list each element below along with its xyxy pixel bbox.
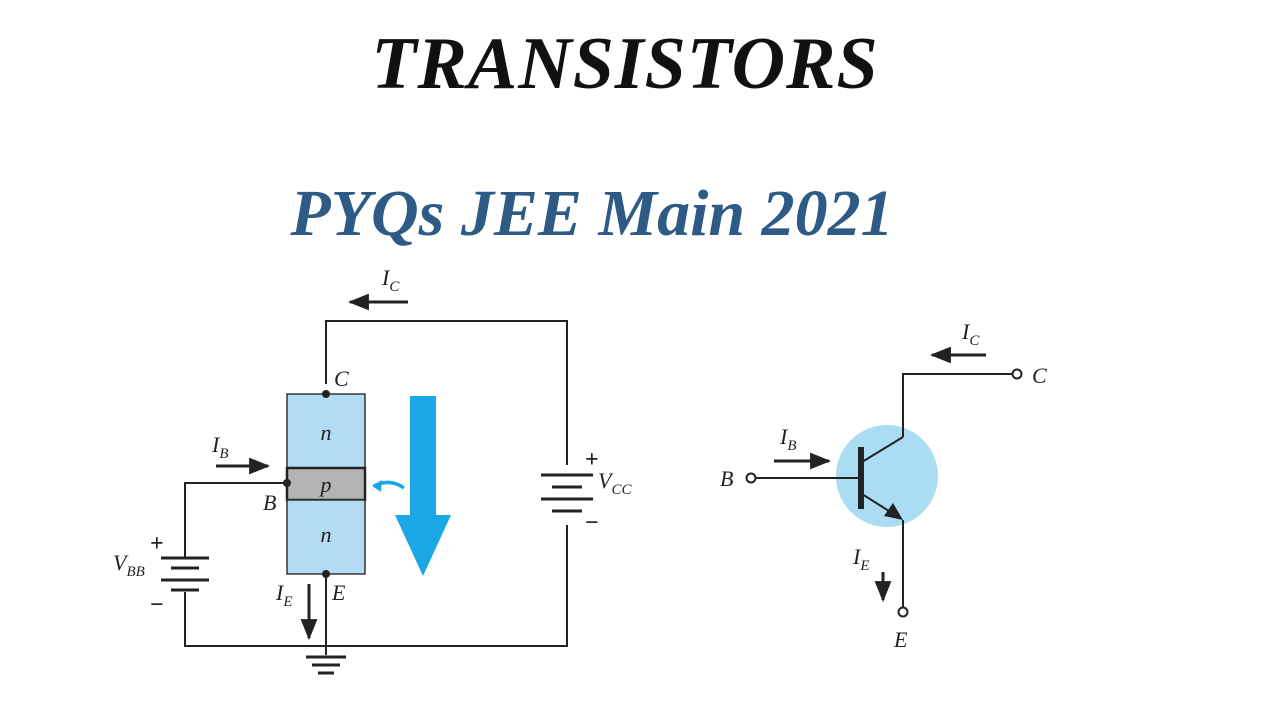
npn-circuit: IC n p n C B E IB IE + − VBB (113, 265, 632, 675)
emitter-terminal-node (897, 606, 909, 618)
collector-node (322, 390, 330, 398)
n-layer-collector (286, 393, 366, 469)
collector-lead (902, 373, 1013, 437)
circuit-wires (184, 320, 568, 655)
symbol-collector-label: C (1032, 363, 1047, 388)
vcc-plus-sign: + (585, 447, 599, 473)
p-layer-base (285, 466, 367, 502)
n-layer-emitter (286, 499, 366, 575)
vcc-label: VCC (598, 468, 632, 498)
vcc-battery (541, 473, 593, 513)
vbb-battery (161, 556, 209, 592)
symbol-base-label: B (720, 466, 733, 491)
collector-lead-diagonal (861, 436, 904, 463)
base-bar (858, 447, 864, 509)
base-terminal-label: B (263, 490, 276, 515)
n-layer-label-top: n (321, 420, 332, 445)
n-layer-label-bottom: n (321, 522, 332, 547)
symbol-emitter-label: E (893, 627, 908, 652)
vcc-minus-sign: − (585, 510, 599, 536)
page-title: TRANSISTORS (371, 23, 879, 105)
base-current-label: IB (211, 432, 229, 462)
ground-icon (306, 655, 346, 675)
emitter-current-label: IE (275, 580, 293, 610)
base-recombination-arrowhead-icon (372, 480, 382, 492)
base-node (283, 479, 291, 487)
npn-symbol: B C E IC IB IE (720, 319, 1047, 652)
emitter-node (322, 570, 330, 578)
base-terminal-node (745, 472, 757, 484)
vbb-plus-sign: + (150, 531, 164, 557)
emitter-terminal-label: E (331, 580, 346, 605)
electron-flow-arrow-icon (395, 396, 451, 576)
collector-terminal-node (1011, 368, 1023, 380)
p-layer-label: p (319, 472, 332, 497)
emitter-arrowhead-icon (884, 503, 903, 520)
collector-terminal-label: C (334, 366, 349, 391)
symbol-collector-current-label: IC (961, 319, 980, 349)
collector-current-label: IC (381, 265, 400, 295)
vbb-minus-sign: − (150, 592, 164, 618)
page-subtitle: PYQs JEE Main 2021 (290, 177, 894, 250)
symbol-base-current-label: IB (779, 424, 797, 454)
vbb-label: VBB (113, 550, 145, 580)
symbol-emitter-current-label: IE (852, 544, 870, 574)
